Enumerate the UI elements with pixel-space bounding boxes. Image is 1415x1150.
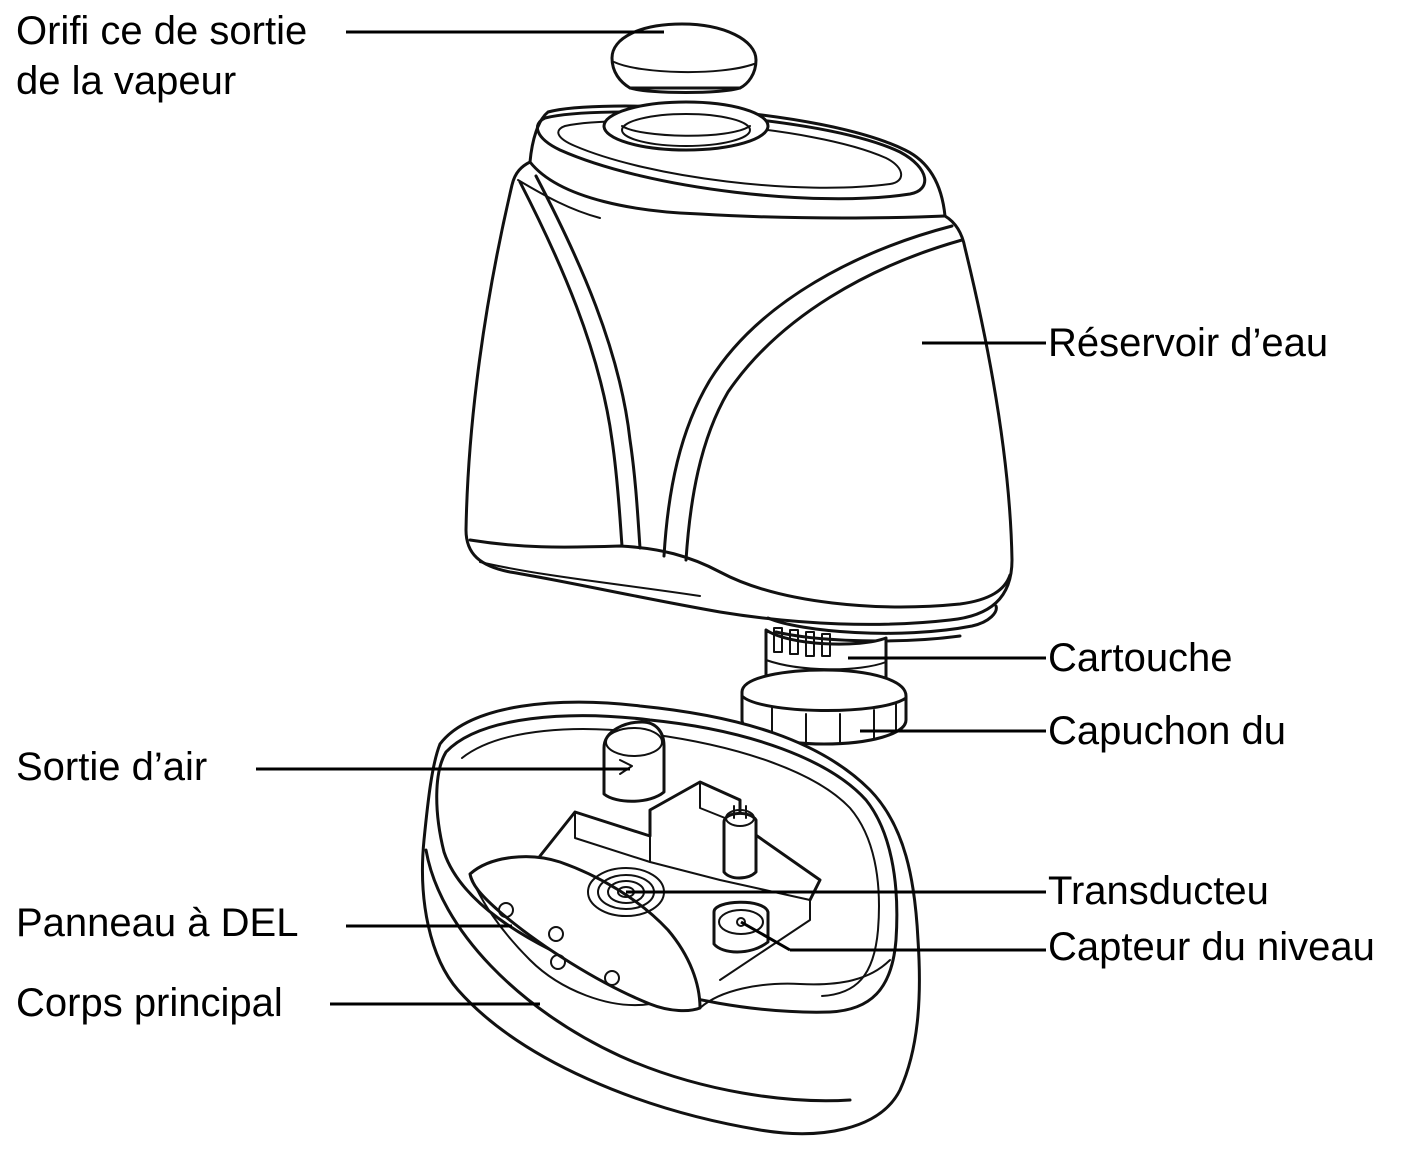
water-tank [464,100,1014,643]
main-body-base [421,700,921,1136]
label-level-sensor: Capteur du niveau [1048,925,1375,969]
cartridge-cap [740,668,908,746]
label-cap: Capuchon du [1048,709,1286,753]
label-air-outlet: Sortie d’air [16,745,208,789]
label-steam-outlet-line2: de la vapeur [16,59,237,103]
label-cartridge: Cartouche [1048,636,1233,680]
leader-lines [256,30,1046,1006]
label-water-tank: Réservoir d’eau [1048,321,1329,365]
leader-level-sensor-a [740,920,791,952]
label-transducer: Transducteu [1048,869,1269,913]
steam-outlet-nozzle [610,22,758,94]
label-steam-outlet-line1: Orifi ce de sortie [16,9,308,53]
label-main-body: Corps principal [16,981,283,1025]
label-led-panel: Panneau à DEL [16,901,299,945]
